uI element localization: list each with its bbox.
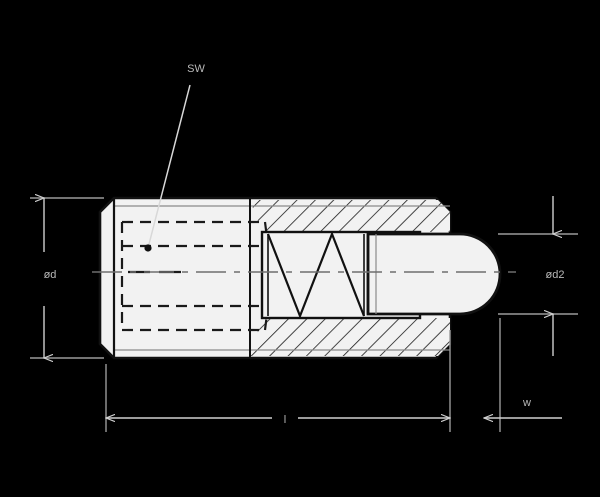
compression-spring [266, 230, 366, 320]
plunger-travel-label: w [522, 397, 531, 409]
hatch-lower-wall [250, 318, 450, 356]
section-hatching [250, 200, 450, 356]
body-diameter-label: ød [44, 269, 57, 281]
nose-diameter-dimension [498, 196, 578, 356]
nose-diameter-label: ød2 [546, 269, 565, 281]
plunger-travel-dimension [484, 318, 562, 432]
socket-leader-line [147, 84, 191, 249]
socket-leader-dot [144, 244, 152, 252]
hex-socket-width-label: SW [187, 63, 205, 75]
nose-outline [366, 232, 502, 316]
plunger-nose [366, 232, 502, 316]
hatch-upper-wall [250, 200, 450, 232]
body-diameter-dimension [30, 198, 104, 358]
spring-coil-zigzag [266, 230, 366, 320]
overall-length-dimension [106, 330, 450, 432]
overall-length-label: l [284, 414, 286, 426]
socket-leader [144, 84, 191, 252]
